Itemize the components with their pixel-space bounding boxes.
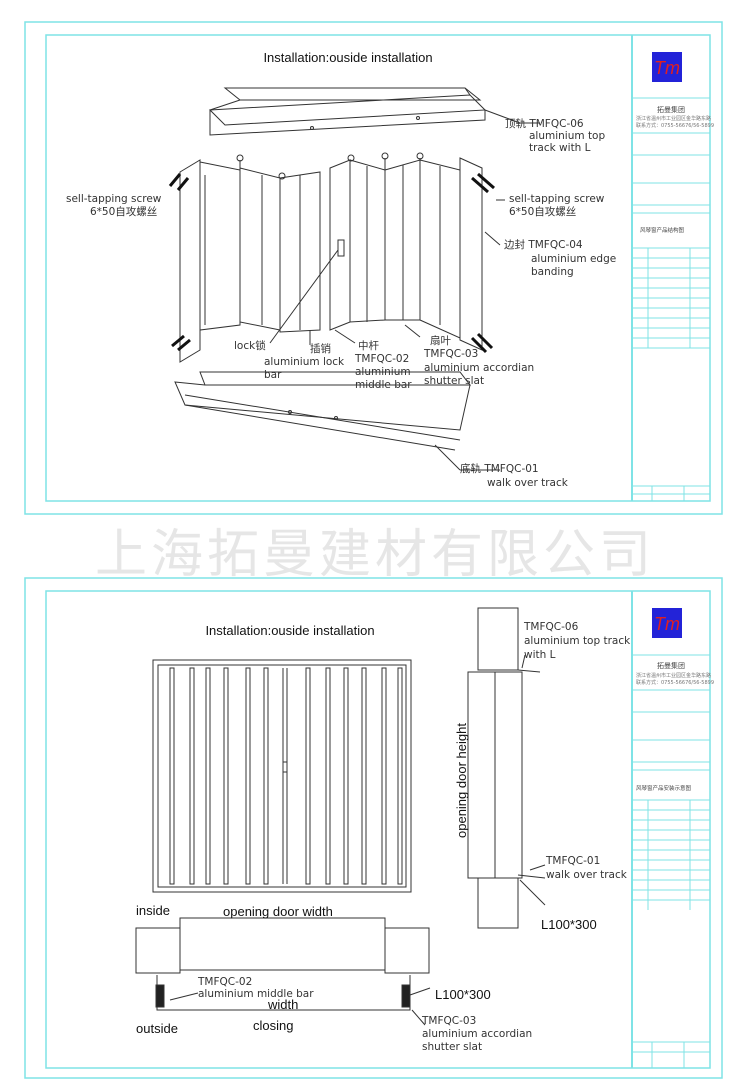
title-block-2: Tm 拓曼集团 浙江省温州市工业园区金华路东路 联系方式：0755-56676/… [632, 608, 714, 1068]
watermark-text: 上海拓曼建材有限公司 [95, 525, 655, 585]
label-opening-height: opening door height [454, 723, 469, 838]
sheet-1-frame [24, 21, 723, 515]
company-logo [652, 52, 682, 82]
label-lock-bar-desc: aluminium lock [264, 356, 345, 368]
contact-line-2: 联系方式：0755-56676/56-5899 [636, 679, 714, 686]
label-slat-desc: aluminium accordian [424, 362, 534, 374]
plan-view [135, 917, 431, 1026]
label-screw-right-size: 6*50自攻螺丝 [509, 205, 576, 218]
contact-line: 联系方式：0755-56676/56-5899 [636, 122, 714, 129]
shutter-panels [179, 152, 483, 363]
label-slat-desc2: shutter slat [422, 1041, 482, 1053]
drawing-name: 风琴窗产品结构图 [640, 226, 685, 234]
label-opening-width: opening door width [223, 904, 333, 919]
label-angle-section: L100*300 [541, 917, 597, 932]
company-logo-2 [652, 608, 682, 638]
label-middle-bar-desc2: middle bar [355, 379, 412, 391]
label-slat: 扇叶 [430, 334, 451, 347]
label-middle-bar-code: TMFQC-02 [197, 976, 252, 988]
leader-lines [269, 122, 540, 471]
label-slat-desc: aluminium accordian [422, 1028, 532, 1040]
label-walk-track-code: TMFQC-01 [545, 855, 600, 867]
label-slat-code: TMFQC-03 [423, 348, 478, 360]
logo-mark: Tm [654, 58, 680, 78]
company-name-2: 拓曼集团 [657, 661, 685, 670]
address-line-2: 浙江省温州市工业园区金华路东路 [636, 672, 711, 679]
label-top-track-code: TMFQC-06 [523, 621, 579, 633]
screw-icons [168, 172, 495, 354]
sheet-2-title: Installation:ouside installation [205, 623, 374, 638]
company-name: 拓曼集团 [657, 105, 685, 114]
label-walk-track-desc: walk over track [546, 869, 628, 881]
label-middle-bar-desc: aluminium [355, 366, 411, 378]
sheet-2-frame [24, 577, 723, 1079]
label-top-track-desc: aluminium top [529, 130, 605, 142]
label-inside: inside [136, 903, 170, 918]
label-slat-desc2: shutter slat [424, 375, 484, 387]
label-middle-bar-desc: aluminium middle bar [198, 988, 314, 1000]
title-block-1: Tm 拓曼集团 浙江省温州市工业园区金华路东路 联系方式：0755-56676/… [632, 52, 714, 501]
label-bottom-track-desc: walk over track [487, 477, 569, 489]
top-track-drawing [208, 87, 521, 136]
section-view [467, 607, 546, 929]
logo-mark-2: Tm [654, 614, 680, 634]
label-slat-code: TMFQC-03 [421, 1015, 476, 1027]
sheet-2-labels: TMFQC-06 aluminium top track with L open… [136, 621, 631, 1053]
front-elevation [152, 659, 412, 893]
label-middle-bar: 中杆 [358, 339, 379, 352]
label-lock-bar-desc2: bar [264, 369, 282, 381]
label-screw-right: sell-tapping screw [509, 193, 605, 205]
sheet-1-labels: 顶轨 TMFQC-06 aluminium top track with L s… [66, 117, 616, 489]
label-outside: outside [136, 1021, 178, 1036]
label-lock-bar: 插销 [310, 342, 331, 355]
label-angle-plan: L100*300 [435, 987, 491, 1002]
label-top-track-desc2: with L [524, 649, 556, 661]
drawing-name-2: 风琴窗产品安装示意图 [636, 784, 692, 792]
label-middle-bar-code: TMFQC-02 [354, 353, 409, 365]
label-width: width [267, 997, 298, 1012]
label-edge-banding-desc2: banding [531, 266, 574, 278]
label-edge-banding: 边封 TMFQC-04 [504, 238, 583, 251]
label-top-track-desc2: track with L [529, 142, 591, 154]
bottom-track-drawing [174, 371, 472, 471]
label-bottom-track: 底轨 TMFQC-01 [460, 462, 539, 475]
address-line: 浙江省温州市工业园区金华路东路 [636, 115, 711, 122]
label-top-track: 顶轨 TMFQC-06 [505, 117, 584, 130]
elevation-slats [169, 667, 403, 885]
label-lock: lock锁 [234, 339, 266, 352]
label-top-track-desc: aluminium top track [524, 635, 631, 647]
label-closing: closing [253, 1018, 293, 1033]
label-edge-banding-desc: aluminium edge [531, 253, 616, 265]
label-screw-left: sell-tapping screw [66, 193, 162, 205]
sheet-1-title: Installation:ouside installation [263, 50, 432, 65]
label-screw-left-size: 6*50自攻螺丝 [90, 205, 157, 218]
